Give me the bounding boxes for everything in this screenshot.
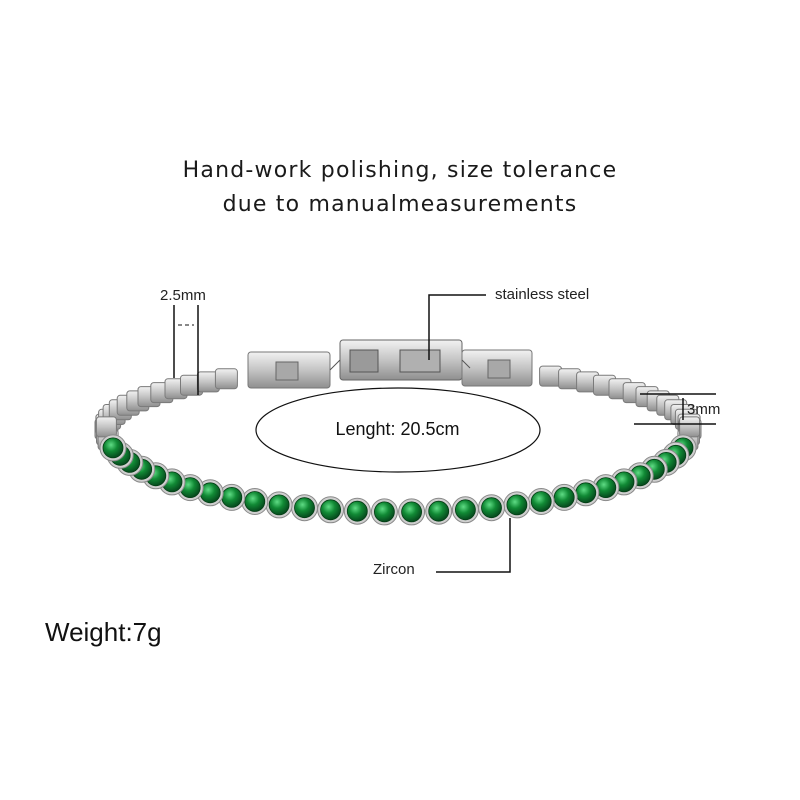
- metal-link: [214, 368, 238, 390]
- zircon-callout-lines: [436, 518, 511, 573]
- zircon-stone: [370, 498, 398, 526]
- width-label: 2.5mm: [160, 287, 206, 304]
- zircon-stone: [317, 496, 345, 524]
- material-callout-lines: [428, 294, 486, 360]
- metal-link: [95, 416, 117, 438]
- zircon-stone: [572, 479, 600, 507]
- zircon-stone: [451, 496, 479, 524]
- bracelet-metal-links: [94, 365, 702, 451]
- zircon-stone: [478, 494, 505, 522]
- zircon-stone: [503, 491, 531, 519]
- bracelet-clasp: [247, 339, 533, 389]
- headline-line-1: Hand-work polishing, size tolerance: [182, 158, 618, 183]
- zircon-stone: [550, 483, 578, 511]
- zircon-stone: [291, 494, 318, 522]
- height-callout-lines: [634, 393, 716, 425]
- width-callout-lines: [173, 305, 199, 395]
- headline-line-2: due to manualmeasurements: [222, 192, 578, 217]
- zircon-stone: [196, 479, 224, 507]
- zircon-stone: [241, 488, 269, 515]
- height-label: 3mm: [687, 401, 721, 418]
- bracelet-zircon-stones: [99, 434, 697, 526]
- zircon-stone: [99, 434, 127, 462]
- zircon-stone: [425, 497, 453, 525]
- zircon-stone: [265, 491, 293, 519]
- zircon-stone: [592, 474, 620, 502]
- stone-label: Zircon: [373, 561, 415, 578]
- length-label: Lenght: 20.5cm: [335, 419, 460, 439]
- zircon-stone: [343, 497, 371, 525]
- zircon-stone: [527, 488, 555, 515]
- zircon-stone: [398, 498, 426, 526]
- zircon-stone: [218, 483, 246, 511]
- material-label: stainless steel: [495, 286, 590, 303]
- weight-label: Weight:7g: [45, 617, 162, 647]
- length-ellipse: [255, 387, 541, 473]
